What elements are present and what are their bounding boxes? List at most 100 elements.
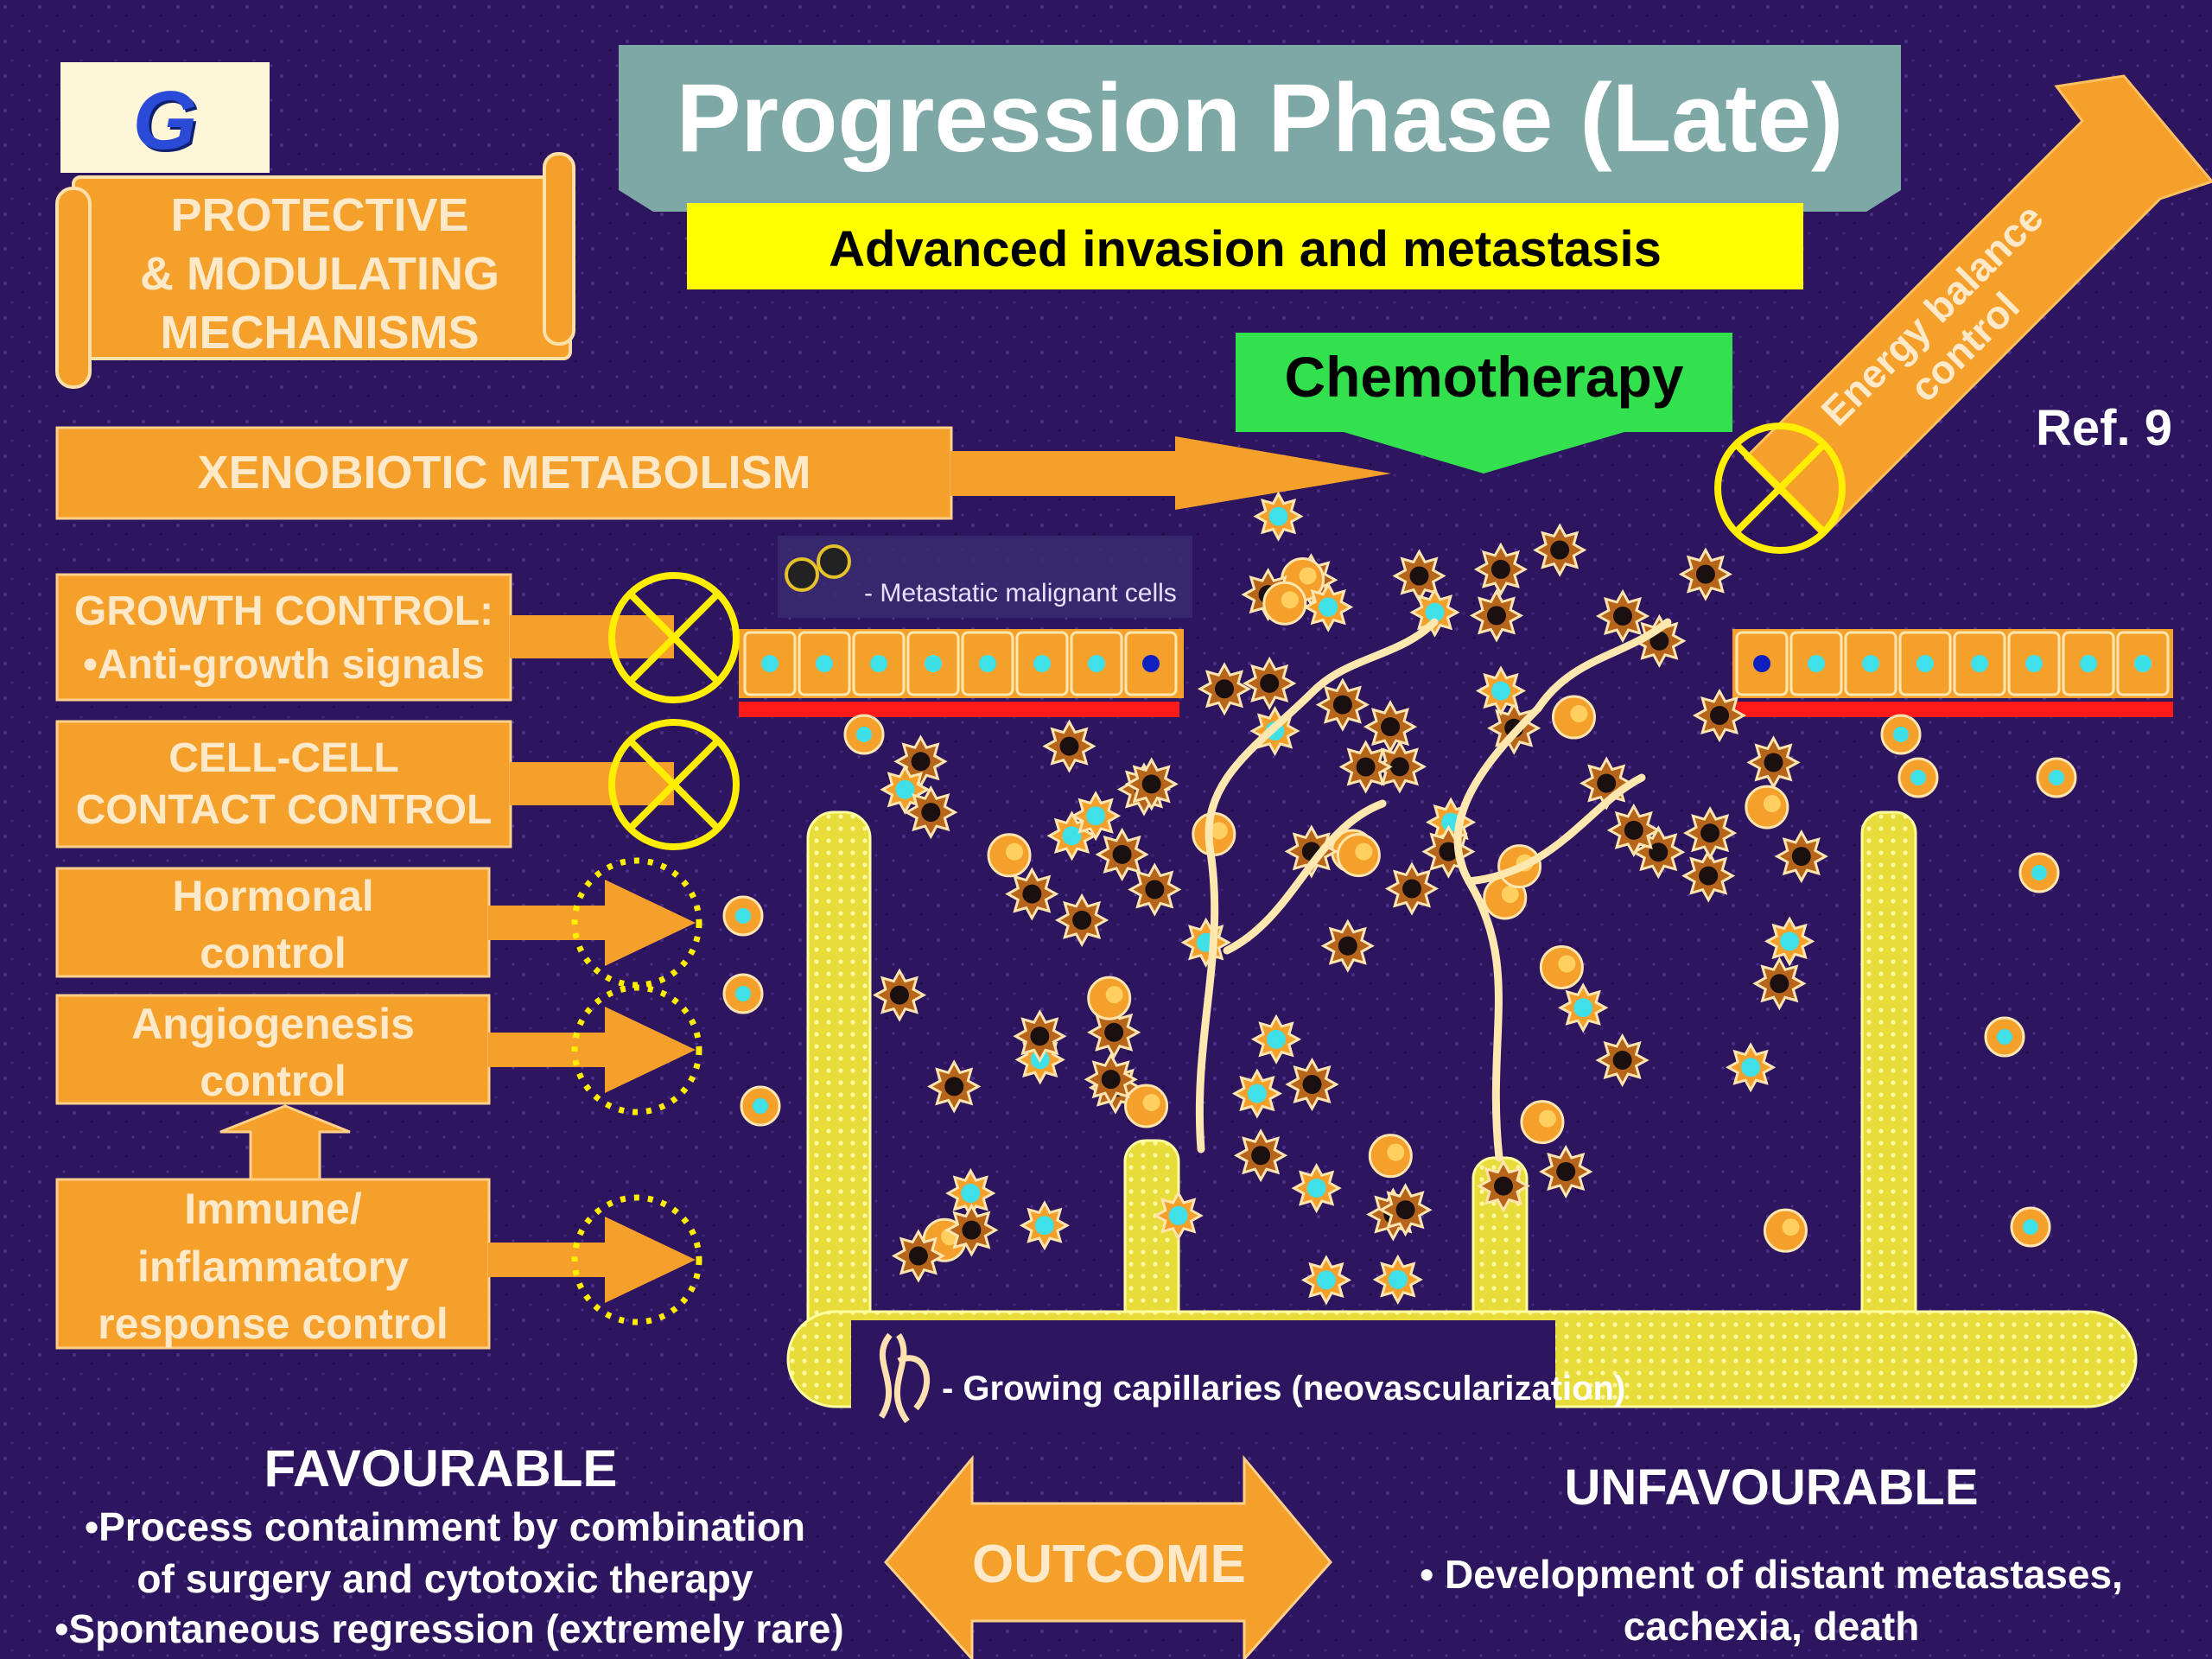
tumor-nucleus [1381,717,1401,737]
round-cell-nucleus [1387,1143,1405,1161]
round-cell-nucleus [1281,591,1299,609]
favourable-title: FAVOURABLE [264,1440,618,1497]
immune-line-2: inflammatory [137,1243,409,1291]
stromal-nucleus [1997,1029,2012,1045]
cell-nucleus [925,655,942,672]
tumor-nucleus [889,985,909,1005]
stromal-nucleus [2023,1219,2038,1235]
hormonal-line-2: control [200,929,346,977]
tumor-nucleus [1356,757,1376,777]
unfavourable-item-2: cachexia, death [1623,1604,1920,1649]
legend-capillaries-bg [851,1320,1555,1433]
tumor-nucleus [1034,1216,1054,1236]
tumor-nucleus [1486,606,1506,626]
inhibit-symbol-growth [608,572,740,703]
tumor-nucleus [1062,826,1082,846]
tumor-nucleus [1247,1084,1267,1103]
tumor-nucleus [1624,820,1643,840]
favourable-item-1: •Process containment by combination [84,1504,806,1549]
xenobiotic-label: XENOBIOTIC METABOLISM [197,447,811,499]
cell-nucleus [2025,655,2043,672]
tumor-nucleus [1215,679,1235,699]
tumor-nucleus [895,779,915,799]
favourable-item-2: of surgery and cytotoxic therapy [48,1555,842,1602]
tumor-nucleus [1022,884,1042,904]
tumor-nucleus [1112,844,1132,864]
tumor-nucleus [1741,1058,1761,1077]
tumor-nucleus [921,803,941,823]
round-cell-nucleus [1538,1109,1556,1128]
tumor-nucleus [944,1077,964,1096]
tumor-nucleus [1695,564,1715,584]
tumor-nucleus [1612,606,1632,626]
capillary [1534,618,1672,713]
tumor-nucleus [1556,1161,1576,1181]
cell-nucleus [870,655,887,672]
round-cell-nucleus [1763,795,1781,813]
tumor-nucleus [1612,1051,1632,1071]
tumor-nucleus [1597,773,1617,793]
tumor-nucleus [1104,1022,1124,1042]
round-cell-nucleus [1570,705,1588,723]
tumor-nucleus [1101,1070,1121,1090]
cell-nucleus [2134,655,2152,672]
tumor-nucleus [1268,506,1288,526]
contact-control-line-1: CELL-CELL [168,735,399,781]
tumor-nucleus [1267,1029,1287,1049]
stromal-nucleus [735,986,751,1001]
tumor-nucleus [1402,879,1422,899]
tumor-nucleus [1491,681,1511,701]
favourable-item-3: •Spontaneous regression (extremely rare) [54,1606,844,1651]
legend-metastatic-icon [785,544,851,592]
tumor-nucleus [1491,559,1510,579]
tumor-nucleus [1425,602,1445,622]
banner-line-3: MECHANISMS [160,307,480,359]
stromal-nucleus [1910,770,1926,785]
outcome-arrow [884,1454,1332,1659]
tumor-nucleus [962,1220,982,1240]
tumor-nucleus [1332,695,1352,715]
tumor-nucleus [1251,1146,1271,1166]
logo-box [60,62,270,173]
tumor-nucleus [1260,673,1280,693]
tumor-nucleus [908,1246,928,1266]
chemotherapy-arrow [1236,333,1732,474]
logo-letter: G [132,74,198,167]
tumor-nucleus [1030,1027,1050,1046]
tumor-nucleus [1319,597,1338,617]
tumor-nucleus [1072,910,1092,930]
angiogenesis-line-1: Angiogenesis [131,1000,415,1048]
cell-nucleus [1916,655,1934,672]
stromal-nucleus [735,908,751,924]
tumor-nucleus [1770,974,1789,994]
tumor-nucleus [1550,540,1570,560]
weakened-symbols [571,857,702,1325]
tumor-nucleus [1699,866,1719,886]
round-cell-nucleus [1299,567,1317,585]
tumor-nucleus [1141,774,1161,794]
tumor-nucleus [1145,880,1165,899]
tumor-nucleus [1493,1176,1513,1196]
outcome-label: OUTCOME [972,1535,1246,1594]
round-cell-nucleus [1558,955,1576,973]
tumor-nucleus [1780,931,1800,951]
angiogenesis-line-2: control [200,1057,346,1105]
legend-capillaries-label: - Growing capillaries (neovascularizatio… [942,1370,1626,1408]
cell-nucleus [1808,655,1825,672]
stromal-nucleus [753,1098,768,1114]
tumor-nucleus [1338,936,1357,956]
ref-label: Ref. 9 [2036,400,2172,456]
capillary [1465,773,1646,886]
cell-nucleus [816,655,833,672]
capillary [1309,618,1439,696]
favourable-item-2a: of surgery and [137,1556,413,1601]
cell-nucleus [1033,655,1051,672]
connector-arrows [488,615,696,1303]
legend-capillaries-icon [878,1332,931,1424]
tumor-nucleus [1316,1270,1336,1290]
tumor-nucleus [1573,998,1593,1018]
stromal-nucleus [1893,727,1909,742]
tumor-nucleus [1389,757,1409,777]
round-cell-nucleus [1006,842,1024,861]
